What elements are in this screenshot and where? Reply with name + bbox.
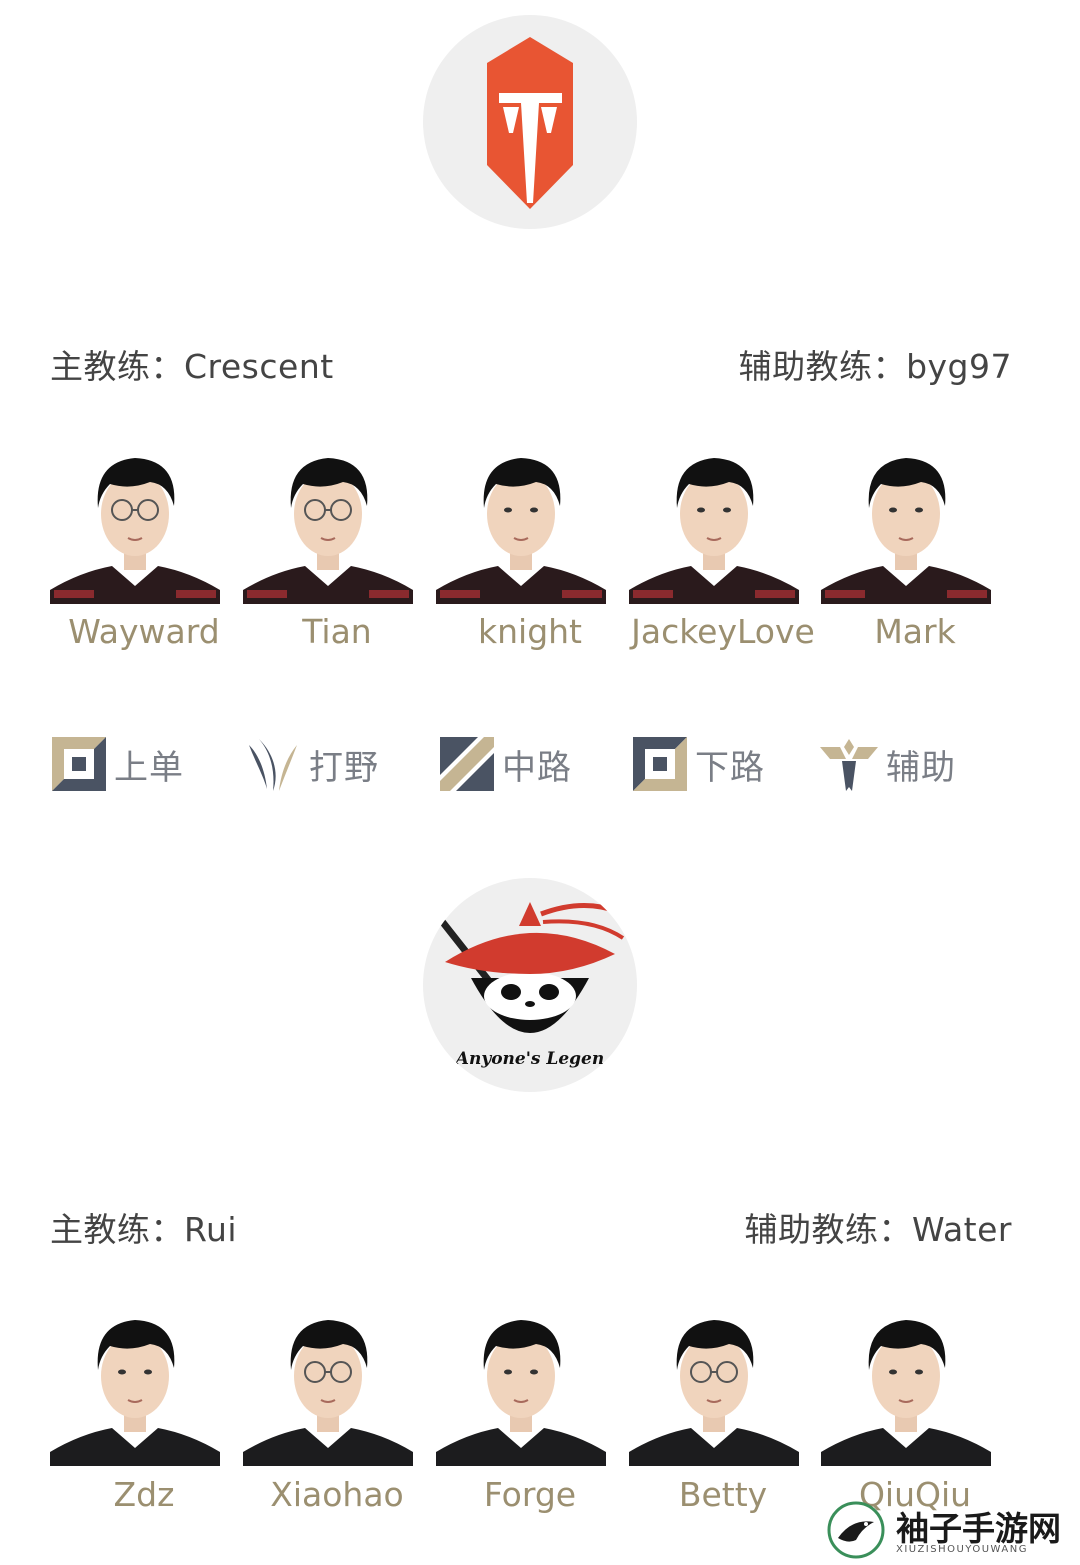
- player-photo: [243, 1306, 413, 1466]
- player-photo: [50, 1306, 220, 1466]
- player-name: Wayward: [68, 612, 220, 651]
- role-mid-label: 中路: [502, 747, 572, 788]
- team-2-head-coach: 主教练：Rui: [50, 1210, 238, 1249]
- player-name: Tian: [302, 612, 372, 651]
- watermark: 袖子手游网 XIUZISHOUYOUWANG: [826, 1500, 1066, 1560]
- player-avatar-icon: [436, 458, 606, 604]
- role-top: 上单: [50, 734, 184, 794]
- player-photo: [821, 1306, 991, 1466]
- tes-logo-icon: [487, 37, 573, 209]
- role-top-label: 上单: [114, 747, 184, 788]
- player-name: Forge: [483, 1475, 577, 1514]
- player-name: JackeyLove: [631, 612, 815, 651]
- support-icon: [820, 739, 878, 791]
- team-1-assistant-coach: 辅助教练：byg97: [738, 347, 1012, 386]
- player-avatar-icon: [821, 1320, 991, 1466]
- player-name: Mark: [874, 612, 956, 651]
- role-support: 辅助: [818, 734, 956, 794]
- player-photo: [436, 1306, 606, 1466]
- jungle-icon: [249, 739, 297, 791]
- player-name: Xiaohao: [270, 1475, 404, 1514]
- player-photo: [243, 444, 413, 604]
- role-jungle-label: 打野: [309, 747, 379, 788]
- player-name: QiuQiu: [858, 1475, 972, 1514]
- player-name: Zdz: [113, 1475, 175, 1514]
- player-avatar-icon: [243, 1320, 413, 1466]
- al-logo-text: Anyone's Legen: [454, 1049, 604, 1069]
- team-2-logo: Anyone's Legen: [423, 878, 637, 1092]
- top-lane-icon: [52, 737, 106, 791]
- role-jungle: 打野: [245, 734, 379, 794]
- team-1-logo: [423, 15, 637, 229]
- player-avatar-icon: [243, 458, 413, 604]
- role-mid: 中路: [438, 734, 572, 794]
- team-1-head-coach: 主教练：Crescent: [50, 347, 334, 386]
- player-avatar-icon: [629, 458, 799, 604]
- team-2-assistant-coach: 辅助教练：Water: [744, 1210, 1012, 1249]
- player-name: Betty: [678, 1475, 768, 1514]
- player-photo: [821, 444, 991, 604]
- player-name: knight: [478, 612, 582, 651]
- player-avatar-icon: [629, 1320, 799, 1466]
- al-panda-logo-icon: Anyone's Legen: [437, 902, 625, 1069]
- player-avatar-icon: [436, 1320, 606, 1466]
- watermark-title: 袖子手游网: [896, 1509, 1061, 1548]
- player-avatar-icon: [821, 458, 991, 604]
- watermark-bird-icon: [827, 1501, 885, 1559]
- player-photo: [436, 444, 606, 604]
- player-photo: [50, 444, 220, 604]
- player-avatar-icon: [50, 1320, 220, 1466]
- player-photo: [629, 444, 799, 604]
- player-photo: [629, 1306, 799, 1466]
- role-bot: 下路: [631, 734, 765, 794]
- player-avatar-icon: [50, 458, 220, 604]
- role-bot-label: 下路: [695, 747, 765, 788]
- role-support-label: 辅助: [886, 747, 956, 788]
- mid-lane-icon: [440, 737, 494, 791]
- bot-lane-icon: [633, 737, 687, 791]
- watermark-subtitle: XIUZISHOUYOUWANG: [896, 1544, 1028, 1555]
